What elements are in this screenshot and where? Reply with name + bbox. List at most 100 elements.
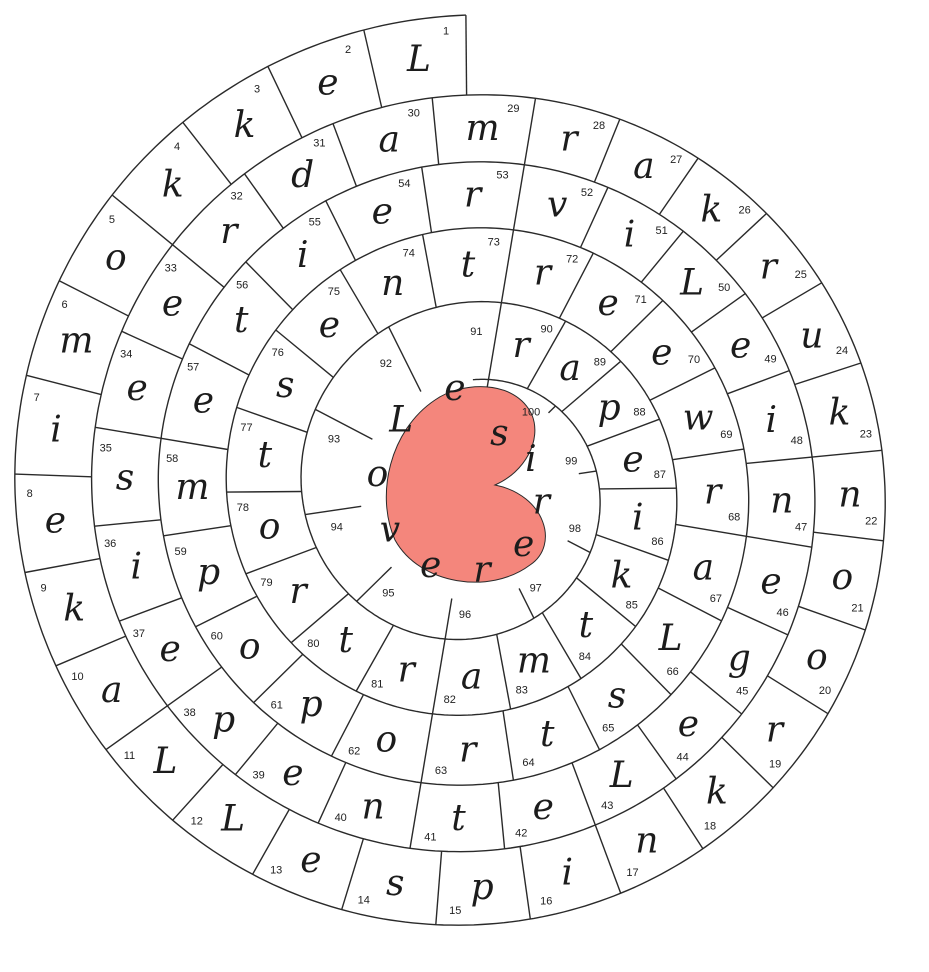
cell-letter: e bbox=[597, 283, 618, 324]
spiral-cell-58: m58 bbox=[166, 453, 209, 508]
cell-divider bbox=[227, 492, 302, 493]
cell-divider bbox=[676, 524, 747, 536]
cell-letter: L bbox=[220, 799, 245, 840]
cell-number: 73 bbox=[488, 237, 500, 249]
cell-letter: t bbox=[258, 435, 273, 476]
cell-number: 25 bbox=[795, 269, 807, 281]
cell-letter: n bbox=[381, 263, 404, 304]
cell-letter: r bbox=[220, 211, 239, 252]
spiral-cell-69: w69 bbox=[683, 398, 733, 441]
cell-number: 62 bbox=[348, 745, 360, 757]
cell-number: 31 bbox=[313, 138, 325, 150]
spiral-cell-43: L43 bbox=[601, 755, 633, 812]
cell-number: 98 bbox=[569, 523, 581, 535]
spiral-cell-9: k9 bbox=[41, 582, 86, 629]
cell-letter: p bbox=[598, 388, 621, 429]
cell-divider bbox=[246, 262, 293, 310]
spiral-cell-72: r72 bbox=[534, 253, 578, 294]
cell-letter: i bbox=[50, 410, 62, 451]
cell-number: 67 bbox=[710, 593, 722, 605]
spiral-cell-11: L11 bbox=[124, 741, 178, 782]
cell-letter: u bbox=[800, 316, 823, 357]
cell-letter: d bbox=[291, 155, 314, 196]
spiral-cell-71: e71 bbox=[597, 283, 646, 324]
spiral-cell-51: i51 bbox=[624, 214, 668, 255]
cell-letter: e bbox=[730, 326, 751, 367]
spiral-cell-64: t64 bbox=[522, 714, 555, 769]
spiral-cell-63: r63 bbox=[435, 730, 478, 777]
cell-divider bbox=[549, 406, 556, 413]
cell-divider bbox=[423, 235, 437, 308]
spiral-cell-77: t77 bbox=[240, 422, 272, 476]
spiral-cell-26: k26 bbox=[700, 189, 750, 230]
spiral-cell-66: L66 bbox=[658, 618, 683, 678]
cell-number: 27 bbox=[670, 154, 682, 166]
spiral-cell-85: k85 bbox=[611, 555, 638, 611]
cell-number: 18 bbox=[704, 821, 716, 833]
spiral-cell-46: e46 bbox=[760, 562, 788, 620]
cell-divider bbox=[389, 327, 421, 392]
cell-divider bbox=[25, 559, 100, 573]
cell-divider bbox=[812, 450, 882, 457]
spiral-cell-67: a67 bbox=[693, 548, 722, 605]
cell-number: 22 bbox=[865, 516, 877, 528]
cell-number: 91 bbox=[470, 326, 482, 338]
cell-letter: s bbox=[276, 365, 294, 406]
cell-number: 64 bbox=[522, 757, 534, 769]
cell-divider bbox=[572, 763, 595, 825]
cell-letter: r bbox=[560, 119, 579, 160]
spiral-cell-76: s76 bbox=[272, 347, 295, 406]
cell-divider bbox=[196, 596, 257, 627]
cell-number: 95 bbox=[382, 587, 394, 599]
spiral-cell-33: e33 bbox=[162, 263, 183, 325]
cell-number: 21 bbox=[851, 603, 863, 615]
cell-number: 90 bbox=[540, 323, 552, 335]
cell-divider bbox=[638, 725, 677, 779]
cell-letter: p bbox=[212, 699, 235, 740]
cell-divider bbox=[183, 122, 231, 184]
cell-number: 66 bbox=[667, 666, 679, 678]
cell-letter: o bbox=[806, 637, 828, 678]
cell-number: 74 bbox=[403, 247, 415, 259]
cell-letter: e bbox=[533, 787, 554, 828]
spiral-cell-50: L50 bbox=[679, 262, 730, 303]
cell-number: 72 bbox=[566, 254, 578, 266]
cell-number: 50 bbox=[718, 282, 730, 294]
cell-divider bbox=[315, 409, 372, 439]
cell-number: 33 bbox=[165, 263, 177, 275]
spiral-cell-80: t80 bbox=[307, 620, 353, 661]
cell-letter: o bbox=[832, 557, 854, 598]
spiral-cell-4: k4 bbox=[162, 141, 184, 205]
cell-number: 4 bbox=[174, 141, 180, 153]
cell-number: 32 bbox=[230, 191, 242, 203]
cell-letter: r bbox=[533, 481, 552, 522]
cell-letter: e bbox=[159, 629, 180, 670]
cell-letter: e bbox=[420, 545, 441, 586]
cell-divider bbox=[673, 449, 744, 460]
cell-divider bbox=[762, 283, 822, 318]
cell-letter: r bbox=[704, 472, 723, 513]
cell-divider bbox=[445, 599, 452, 640]
cell-number: 16 bbox=[540, 896, 552, 908]
cell-letter: L bbox=[153, 741, 178, 782]
cell-number: 14 bbox=[358, 895, 370, 907]
cell-number: 34 bbox=[120, 349, 132, 361]
spiral-cell-39: e39 bbox=[252, 753, 303, 794]
cell-letter: e bbox=[45, 500, 66, 541]
cell-number: 92 bbox=[380, 358, 392, 370]
spiral-cell-7: i7 bbox=[34, 392, 62, 451]
cell-letter: k bbox=[162, 164, 184, 205]
cell-letter: w bbox=[683, 398, 714, 439]
cell-letter: i bbox=[562, 853, 574, 894]
cell-letter: t bbox=[338, 620, 353, 661]
cell-number: 55 bbox=[309, 216, 321, 228]
cell-letter: e bbox=[317, 63, 338, 104]
spiral-cell-57: e57 bbox=[187, 361, 214, 421]
cell-number: 47 bbox=[795, 522, 807, 534]
cell-number: 65 bbox=[602, 723, 614, 735]
cell-number: 42 bbox=[515, 827, 527, 839]
spiral-cell-92: L92 bbox=[380, 358, 413, 441]
cell-number: 99 bbox=[565, 456, 577, 468]
cell-divider bbox=[235, 723, 277, 774]
